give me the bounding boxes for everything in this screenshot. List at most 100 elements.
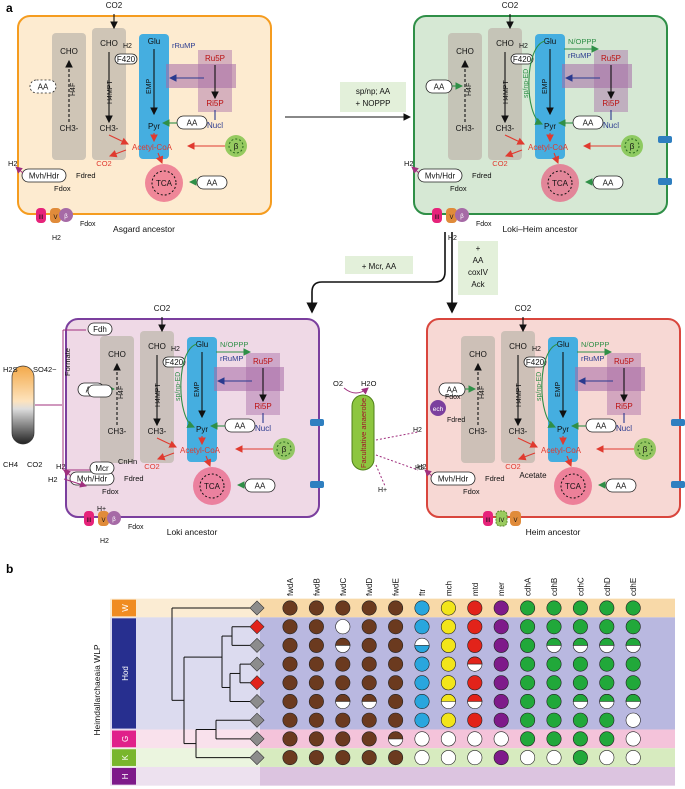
aa-wlp-text: AA [447,386,458,395]
mvh-hdr-text: Mvh/Hdr [438,475,469,484]
group-label-Hod: Hod [121,666,130,681]
mvh-hdr-text: Mvh/Hdr [77,475,108,484]
phylogeny [171,607,257,759]
nucl-label: Nucl [207,121,223,130]
transporter-0 [671,419,685,426]
f420-text: F420 [513,55,532,64]
gene-cell-present [282,637,298,653]
gene-cell-present [520,693,536,709]
h2-mvh: H2 [417,462,427,471]
h4f-label: H4F [466,83,473,96]
h2s-label: H2S [3,365,18,374]
beta-label: β [234,142,239,151]
tca-circle [554,467,592,505]
co2-inner: CO2 [492,159,507,168]
gene-cell-present [388,637,404,653]
fd-red: Fdred [485,474,505,483]
facultative-capsule [351,394,375,471]
mcr-spacer-box [87,384,113,398]
rrump-label: rRuMP [220,354,243,363]
mcr-text: Mcr [95,464,109,473]
glu-label: Glu [196,340,208,349]
tip-diamond [249,637,265,653]
gene-cell-absent [335,619,351,635]
emp-label: EMP [146,79,153,95]
gene-cell-present [308,656,324,672]
tip-diamond [249,656,265,672]
acetyl-co2-arrow [504,149,523,158]
f420-box [114,53,138,65]
col-header-fwdB: fwdB [312,578,321,596]
gene-cell-partial [572,637,588,646]
gene-cell-present [520,619,536,635]
transporter-0 [310,419,324,426]
ch3-left: CH3- [108,427,127,436]
beta-cycle [228,138,244,154]
o2-h2o-arrow [343,387,369,395]
gene-cell-partial [599,694,615,702]
emp-label: EMP [542,79,549,95]
beta-cycle [276,441,292,457]
tip-diamond [249,600,265,616]
tca-circle [145,164,183,202]
transition-3-text-0: + [476,244,481,253]
gene-cell-partial [414,645,430,653]
tip-diamond [249,712,265,728]
gene-cell-absent [467,750,483,766]
h4mpt-label: H4MPT [503,80,510,104]
gene-cell-present [440,656,456,672]
cho-left: CHO [456,47,474,56]
aa-pyr-text: AA [583,119,594,128]
h4mpt-label: H4MPT [155,383,162,407]
formate-label: Formate [63,348,72,376]
cho-left: CHO [60,47,78,56]
formate-bracket [62,329,90,471]
beta-label: β [643,445,648,454]
so4-label: SO42− [33,365,57,374]
cnhn-label: CnHn [118,457,137,466]
ri5p-label: Ri5P [254,402,271,411]
gene-cell-present [440,600,456,616]
membrane-hydrogenase-glyph: β [64,214,68,220]
transition-3-box [458,241,498,295]
col-header-fwdC: fwdC [339,578,348,596]
gene-cell-present [308,637,324,653]
cho-right: CHO [100,39,118,48]
gene-cell-present [493,619,509,635]
heim-dashed-links [375,431,419,487]
ch3-left: CH3- [469,427,488,436]
noppp-label: N/OPPP [220,340,248,349]
gene-cell-present [493,712,509,728]
fd-ox-membrane: Fdox [476,221,492,228]
cell-heim-title: Heim ancestor [526,527,581,537]
emp-label: EMP [194,382,201,398]
gene-cell-present [335,600,351,616]
transition-1-text-1: sp/np; AA [356,87,391,96]
f420-text: F420 [117,55,136,64]
gene-cell-present [361,619,377,635]
fd-red-ech: Fdred [447,417,465,424]
gene-cell-partial [599,637,615,646]
gene-cell-present [361,712,377,728]
h4f-label: H4F [479,386,486,399]
group-swatch-W [112,599,136,617]
gene-cell-partial [440,694,456,702]
aa-tca-text: AA [255,482,266,491]
ch3-right: CH3- [100,124,119,133]
gene-cell-present [335,656,351,672]
gene-cell-present [388,712,404,728]
gene-cell-present [308,600,324,616]
acetyl-tca-arrow [564,455,573,468]
h2-mvh-arrow [63,469,72,477]
ppp-block [562,64,632,88]
tip-diamond [249,694,265,709]
fd-ox: Fdox [463,487,480,496]
gene-cell-absent [414,750,430,766]
transporter-1 [310,481,324,488]
tca-cycle [151,170,177,196]
ru5p-label: Ru5P [253,357,273,366]
pyr-label: Pyr [148,122,160,131]
gene-cell-present [414,693,430,709]
sped-label: sp/np-ED [536,372,543,401]
